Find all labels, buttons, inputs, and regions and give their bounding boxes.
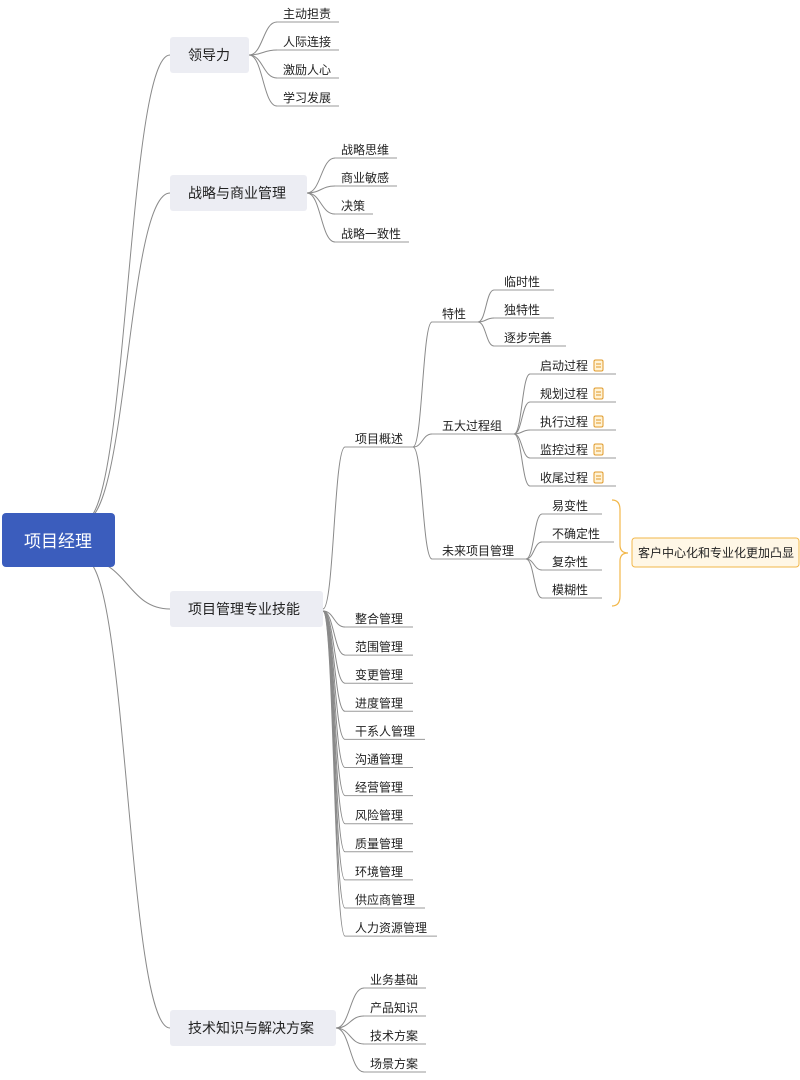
area-node: 进度管理 <box>355 695 403 710</box>
group-connector <box>412 321 433 448</box>
area-node: 范围管理 <box>355 639 403 654</box>
branch-label-tech: 技术知识与解决方案 <box>188 1020 314 1037</box>
subleaf-node: 执行过程 <box>540 414 588 429</box>
branch-label-pm: 项目管理专业技能 <box>188 602 300 618</box>
leaf-connector <box>248 49 278 56</box>
branch-node-strategy[interactable] <box>170 175 307 211</box>
subleaf-node: 逐步完善 <box>504 330 552 345</box>
subleaf-node: 启动过程 <box>540 358 588 373</box>
root-connector-leadership <box>84 54 171 521</box>
note-icon <box>593 443 604 456</box>
subleaf-connector <box>513 373 531 435</box>
root-connector-strategy <box>84 192 171 521</box>
subleaf-node: 易变性 <box>552 498 588 513</box>
leaf-node: 技术方案 <box>370 1028 418 1043</box>
group-connector <box>412 433 433 448</box>
area-node: 经营管理 <box>355 780 403 795</box>
branch-node-pm[interactable] <box>170 591 323 627</box>
subleaf-connector <box>477 317 495 323</box>
leaf-node: 战略一致性 <box>341 226 401 241</box>
leaf-connector <box>248 21 278 56</box>
subleaf-node: 监控过程 <box>540 442 588 457</box>
area-node: 变更管理 <box>355 667 403 682</box>
area-node: 风险管理 <box>355 808 403 823</box>
subleaf-node: 不确定性 <box>552 526 600 541</box>
area-node: 沟通管理 <box>355 752 403 767</box>
leaf-node: 场景方案 <box>370 1056 418 1071</box>
branch-node-tech[interactable] <box>170 1010 336 1046</box>
area-connector <box>322 610 346 881</box>
leaf-node: 学习发展 <box>283 90 331 105</box>
branch-node-leadership[interactable] <box>170 37 249 73</box>
subleaf-connector <box>525 541 543 560</box>
overview-connector <box>322 446 346 610</box>
leaf-node: 人际连接 <box>283 34 331 49</box>
subleaf-node: 复杂性 <box>552 555 588 569</box>
leaf-node: 商业敏感 <box>341 170 389 185</box>
leaf-connector <box>248 54 278 79</box>
summary-node[interactable] <box>631 537 800 568</box>
group-node: 特性 <box>442 306 466 321</box>
leaf-node: 主动担责 <box>283 7 331 21</box>
leaf-connector <box>306 192 336 215</box>
connector-lines <box>84 21 616 1073</box>
subleaf-connector <box>513 429 531 435</box>
branch-label-leadership: 领导力 <box>188 48 230 64</box>
leaf-connector <box>335 987 365 1029</box>
subleaf-connector <box>513 433 531 459</box>
leaf-connector <box>306 192 336 243</box>
subleaf-node: 模糊性 <box>552 582 588 597</box>
subleaf-connector <box>477 289 495 323</box>
group-node: 五大过程组 <box>442 418 502 433</box>
subleaf-connector <box>513 401 531 435</box>
root-node[interactable] <box>2 513 115 567</box>
leaf-connector <box>335 1027 365 1045</box>
area-node: 整合管理 <box>355 611 403 626</box>
group-connector <box>412 446 433 560</box>
root-node-label: 项目经理 <box>24 532 92 552</box>
subleaf-node: 规划过程 <box>540 386 588 401</box>
branch-label-strategy: 战略与商业管理 <box>188 186 286 202</box>
leaf-connector <box>335 1015 365 1029</box>
note-icon <box>593 471 604 484</box>
area-node: 环境管理 <box>355 864 403 879</box>
subleaf-connector <box>513 433 531 487</box>
note-icon <box>593 415 604 428</box>
leaf-node: 产品知识 <box>370 1001 418 1015</box>
leaf-connector <box>248 54 278 107</box>
subleaf-node: 收尾过程 <box>540 470 588 485</box>
area-connector <box>322 610 346 825</box>
note-icon <box>593 387 604 400</box>
area-node: 干系人管理 <box>355 723 415 738</box>
subleaf-node: 临时性 <box>504 275 540 289</box>
area-connector <box>322 610 346 937</box>
subleaf-connector <box>525 513 543 560</box>
overview-node: 项目概述 <box>355 432 403 446</box>
leaf-connector <box>306 157 336 194</box>
area-node: 供应商管理 <box>355 892 415 907</box>
leaf-node: 决策 <box>341 199 365 213</box>
summary-label: 客户中心化和专业化更加凸显 <box>638 545 794 560</box>
area-node: 人力资源管理 <box>355 920 427 935</box>
note-icon <box>593 359 604 372</box>
area-node: 质量管理 <box>355 836 403 851</box>
subleaf-connector <box>477 321 495 347</box>
leaf-connector <box>335 1027 365 1073</box>
leaf-node: 业务基础 <box>370 972 418 987</box>
group-node: 未来项目管理 <box>442 543 514 558</box>
root-connector-tech <box>84 559 171 1029</box>
root-connector-pm <box>84 559 171 610</box>
summary-brace <box>611 499 629 607</box>
leaf-node: 激励人心 <box>283 63 331 77</box>
leaf-node: 战略思维 <box>341 142 389 157</box>
subleaf-connector <box>525 558 543 599</box>
leaf-connector <box>306 185 336 194</box>
subleaf-node: 独特性 <box>504 302 540 317</box>
